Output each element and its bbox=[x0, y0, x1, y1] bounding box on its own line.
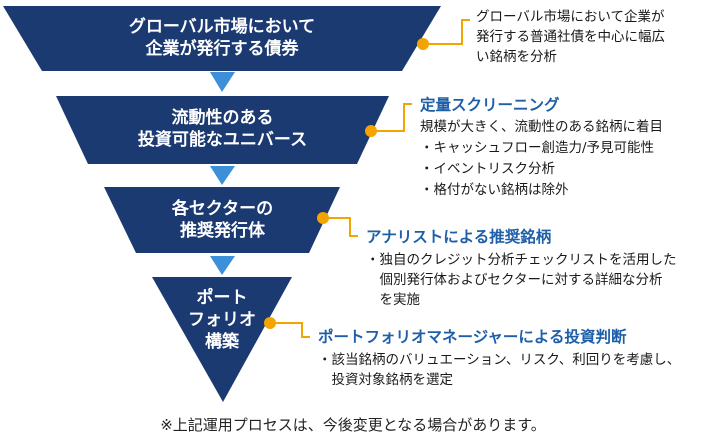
connector-line-3 bbox=[323, 217, 358, 237]
note-2-body: 規模が大きく、流動性のある銘柄に着目 bbox=[420, 119, 663, 135]
connector-line-1 bbox=[423, 19, 470, 45]
connector-dot-2 bbox=[365, 125, 377, 137]
stage-label-4: ポート フォリオ 構築 bbox=[188, 288, 256, 352]
note-2-heading: 定量スクリーニング bbox=[420, 96, 560, 114]
funnel-stage-1 bbox=[3, 6, 441, 71]
note-4: ポートフォリオマネージャーによる投資判断 ・該当銘柄のバリュエーション、リスク、… bbox=[318, 327, 704, 390]
note-2-bullet-list: ・キャッシュフロー創造力/予見可能性 ・イベントリスク分析 ・格付がない銘柄は除… bbox=[420, 138, 704, 201]
funnel-stage-2 bbox=[56, 96, 389, 164]
stage-label-3: 各セクターの 推奨発行体 bbox=[171, 199, 274, 241]
note-4-body: ・該当銘柄のバリュエーション、リスク、利回りを考慮し、 投資対象銘柄を選定 bbox=[318, 352, 681, 388]
footnote: ※上記運用プロセスは、今後変更となる場合があります。 bbox=[160, 416, 546, 434]
stage-label-2: 流動性のある 投資可能なユニバース bbox=[137, 108, 308, 150]
funnel-stage-4 bbox=[152, 277, 292, 402]
down-arrow-3 bbox=[210, 256, 235, 275]
connector-dot-4 bbox=[264, 317, 276, 329]
note-2-bullet: ・キャッシュフロー創造力/予見可能性 bbox=[420, 140, 655, 156]
note-2: 定量スクリーニング 規模が大きく、流動性のある銘柄に着目 ・キャッシュフロー創造… bbox=[420, 95, 704, 201]
funnel-stage-3 bbox=[104, 187, 340, 253]
connector-dot-3 bbox=[317, 212, 329, 224]
down-arrow-1 bbox=[210, 72, 235, 92]
note-4-heading: ポートフォリオマネージャーによる投資判断 bbox=[318, 328, 627, 346]
connector-line-2 bbox=[371, 103, 412, 132]
note-3: アナリストによる推奨銘柄 ・独自のクレジット分析チェックリストを活用した 個別発… bbox=[366, 227, 704, 310]
note-2-bullet: ・格付がない銘柄は除外 bbox=[420, 182, 569, 198]
stage-label-1: グローバル市場において 企業が発行する債券 bbox=[128, 17, 316, 59]
down-arrow-2 bbox=[210, 166, 235, 185]
note-3-body: ・独自のクレジット分析チェックリストを活用した 個別発行体およびセクターに対する… bbox=[366, 252, 677, 308]
note-2-bullet: ・イベントリスク分析 bbox=[420, 161, 555, 177]
connector-dot-1 bbox=[417, 38, 429, 50]
note-3-heading: アナリストによる推奨銘柄 bbox=[366, 228, 552, 246]
note-1: グローバル市場において企業が 発行する普通社債を中心に幅広 い銘柄を分析 bbox=[476, 7, 704, 67]
note-1-body: グローバル市場において企業が 発行する普通社債を中心に幅広 い銘柄を分析 bbox=[476, 9, 665, 65]
connector-line-4 bbox=[270, 322, 310, 338]
